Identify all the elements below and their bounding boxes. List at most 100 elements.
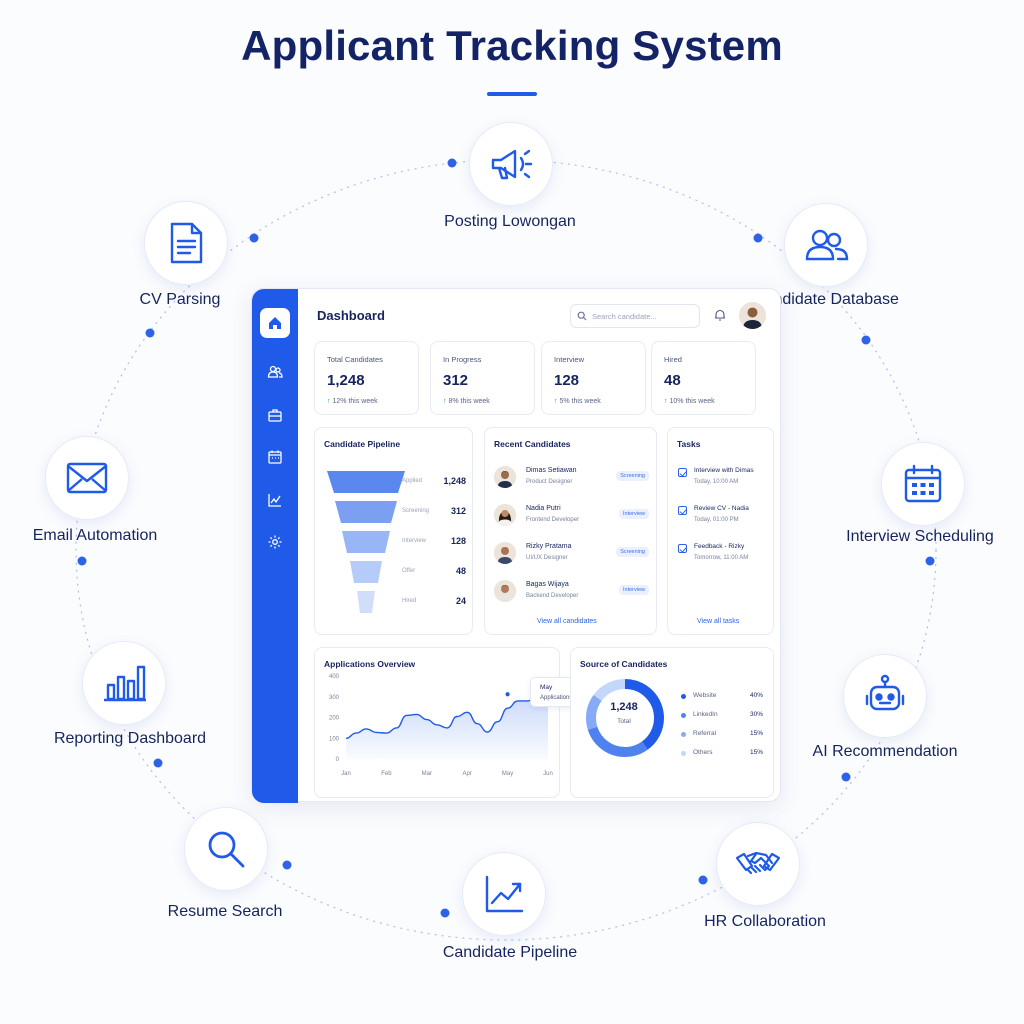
funnel-row-hired[interactable]: Hired 24	[315, 588, 474, 616]
search-input[interactable]: Search candidate...	[570, 304, 700, 328]
panel-title: Source of Candidates	[580, 659, 668, 669]
avatar	[494, 580, 516, 602]
stat-label: Hired	[664, 355, 682, 364]
funnel-row-interview[interactable]: Interview 128	[315, 528, 474, 556]
source-panel: Source of Candidates 1,248 Total Website…	[570, 647, 774, 798]
checkbox-icon[interactable]	[678, 468, 687, 477]
legend-name: Website	[693, 692, 717, 699]
stat-value: 1,248	[327, 372, 365, 389]
feature-label: Interview Scheduling	[846, 528, 994, 545]
sidebar-item-home[interactable]	[260, 308, 290, 338]
candidate-role: Frontend Developer	[526, 517, 580, 523]
x-tick-label: Feb	[381, 771, 392, 777]
legend-dot	[681, 694, 686, 699]
page-title: Applicant Tracking System	[241, 22, 783, 69]
funnel-bar	[350, 561, 382, 583]
task-time: Today, 01:00 PM	[694, 517, 739, 523]
legend-item: Others 15%	[681, 748, 763, 760]
funnel-bar	[327, 471, 405, 493]
stat-value: 48	[664, 372, 681, 389]
megaphone-icon	[469, 122, 553, 206]
candidate-name: Dimas Setiawan	[526, 467, 577, 474]
avatar	[494, 504, 516, 526]
view-all-tasks-link[interactable]: View all tasks	[697, 618, 740, 625]
y-tick-label: 300	[329, 695, 340, 701]
stat-card-interview[interactable]: Interview 128 ↑5% this week	[541, 341, 646, 415]
feature-label: Candidate Database	[753, 291, 899, 308]
panel-title: Candidate Pipeline	[324, 439, 401, 449]
task-item[interactable]: Interview with Dimas Today, 10:00 AM	[677, 466, 772, 496]
legend-dot	[681, 732, 686, 737]
sidebar-item-analytics[interactable]	[260, 485, 290, 515]
candidate-row[interactable]: Nadia Putri Frontend Developer Interview	[494, 502, 649, 534]
sidebar-item-settings[interactable]	[260, 527, 290, 557]
task-item[interactable]: Review CV - Nadia Today, 01:00 PM	[677, 504, 772, 534]
user-avatar[interactable]	[739, 302, 766, 329]
task-time: Tomorrow, 11:00 AM	[694, 555, 749, 561]
sidebar-item-calendar[interactable]	[260, 442, 290, 472]
sidebar-item-jobs[interactable]	[260, 400, 290, 430]
person-portrait-icon	[494, 466, 516, 488]
feature-label: Candidate Pipeline	[442, 944, 578, 961]
stat-card-total[interactable]: Total Candidates 1,248 ↑12% this week	[314, 341, 419, 415]
task-item[interactable]: Feedback - Rizky Tomorrow, 11:00 AM	[677, 542, 772, 572]
checkbox-icon[interactable]	[678, 544, 687, 553]
sidebar-item-candidates[interactable]	[260, 357, 290, 387]
donut-total-label: Total	[617, 718, 631, 725]
stat-delta-text: 10% this week	[669, 398, 715, 405]
checkbox-icon[interactable]	[678, 506, 687, 515]
person-portrait-icon	[494, 580, 516, 602]
candidate-role: Product Designer	[526, 479, 573, 485]
candidate-row[interactable]: Dimas Setiawan Product Designer Screenin…	[494, 464, 649, 496]
tasks-panel: Tasks Interview with Dimas Today, 10:00 …	[667, 427, 774, 635]
funnel-count: 1,248	[443, 476, 466, 486]
legend-item: LinkedIn 30%	[681, 710, 763, 722]
funnel-row-offer[interactable]: Offer 48	[315, 558, 474, 586]
legend-name: Others	[693, 749, 713, 756]
legend-name: Referral	[693, 730, 717, 737]
stat-value: 312	[443, 372, 469, 389]
feature-label: HR Collaboration	[704, 913, 826, 930]
funnel-stage: Applied	[402, 478, 423, 484]
legend-pct: 15%	[749, 749, 763, 756]
stat-delta: ↑5% this week	[554, 398, 601, 405]
stat-delta-text: 5% this week	[559, 398, 601, 405]
view-all-candidates-link[interactable]: View all candidates	[537, 618, 597, 625]
task-time: Today, 10:00 AM	[694, 479, 739, 485]
candidate-role: UI/UX Designer	[526, 555, 568, 561]
candidate-name: Bagas Wijaya	[526, 581, 569, 588]
funnel-row-applied[interactable]: Applied 1,248	[315, 468, 474, 496]
funnel-row-screening[interactable]: Screening 312	[315, 498, 474, 526]
legend-item: Referral 15%	[681, 729, 763, 741]
donut-slice[interactable]	[586, 679, 664, 757]
candidate-row[interactable]: Rizky Pratama UI/UX Designer Screening	[494, 540, 649, 572]
highlight-point[interactable]	[504, 691, 511, 698]
stat-card-hired[interactable]: Hired 48 ↑10% this week	[651, 341, 756, 415]
funnel-stage: Interview	[402, 538, 427, 544]
y-tick-label: 0	[336, 757, 340, 763]
funnel-bar	[335, 501, 397, 523]
avatar	[494, 542, 516, 564]
settings-icon	[268, 535, 282, 549]
stat-label: Total Candidates	[327, 355, 383, 364]
bell-icon[interactable]	[713, 308, 727, 322]
user-portrait-icon	[739, 302, 766, 329]
stat-delta: ↑10% this week	[664, 398, 715, 405]
stat-card-in-progress[interactable]: In Progress 312 ↑8% this week	[430, 341, 535, 415]
donut-slice[interactable]	[586, 679, 664, 757]
funnel-count: 128	[450, 536, 466, 546]
home-icon	[269, 317, 281, 329]
recent-candidates-panel: Recent Candidates Dimas Setiawan Product…	[484, 427, 657, 635]
legend-dot	[681, 713, 686, 718]
candidate-name: Nadia Putri	[526, 505, 561, 512]
envelope-icon	[45, 436, 129, 520]
candidate-row[interactable]: Bagas Wijaya Backend Developer Interview	[494, 578, 649, 610]
donut-slice[interactable]	[586, 679, 664, 757]
task-title: Review CV - Nadia	[694, 505, 749, 512]
bar-chart-icon	[82, 641, 166, 725]
candidate-name: Rizky Pratama	[526, 543, 572, 550]
funnel-count: 312	[450, 506, 466, 516]
tooltip-value: Applications: 312	[540, 695, 586, 701]
